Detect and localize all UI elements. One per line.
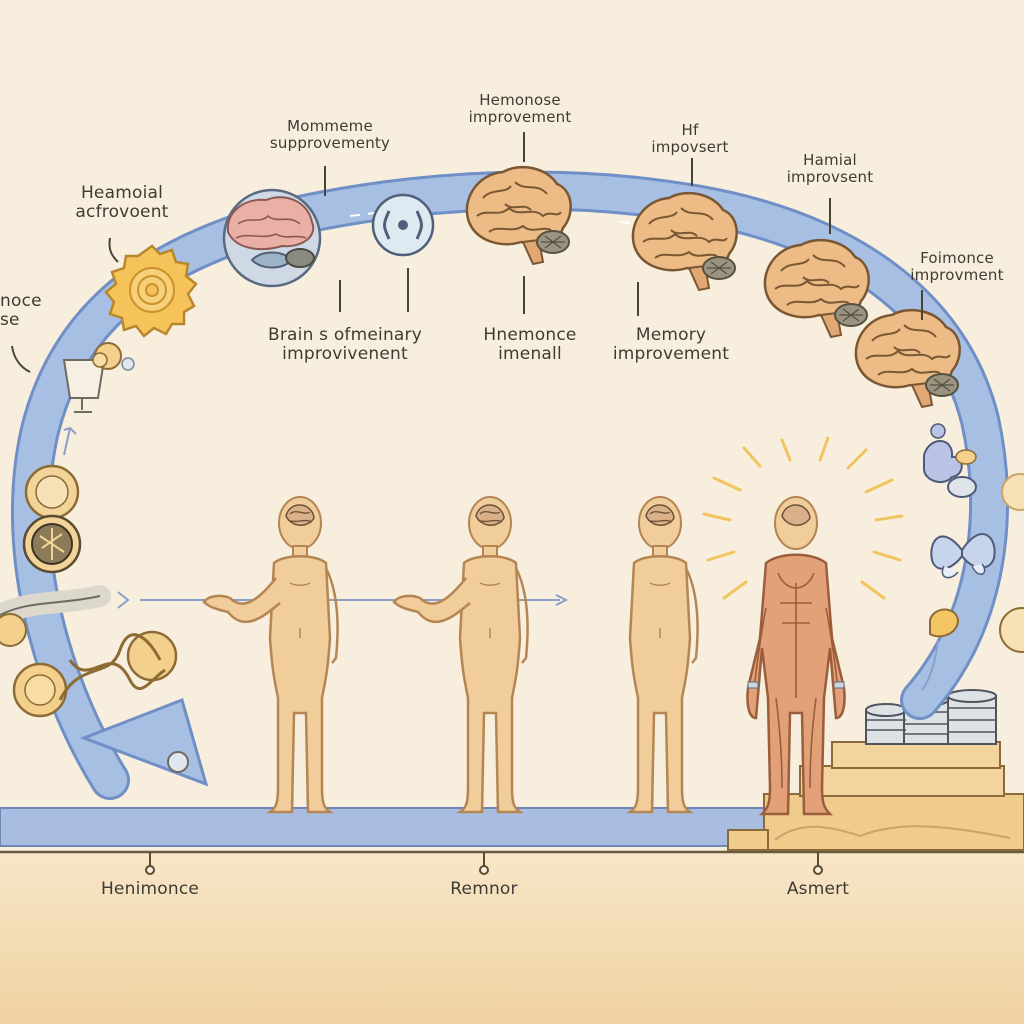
cell-disc-icon	[22, 464, 82, 574]
arc-label-0-line1: noce	[0, 291, 42, 311]
arc-label-1: Heamoial acfrovoent	[52, 184, 192, 222]
timeline-label-0: Henimonce	[100, 879, 200, 899]
arc-label-5: Hamial improvsent	[760, 152, 900, 186]
arc-label-2: Mommeme supprovementy	[230, 118, 430, 152]
butterfly-icon	[930, 533, 996, 579]
inner-label-1-line2: imenall	[498, 344, 562, 364]
arc-label-5-line2: improvsent	[786, 168, 874, 186]
arc-label-1-line1: Heamoial	[80, 183, 164, 203]
arc-label-2-line2: supprovementy	[269, 134, 391, 152]
arc-label-6-line2: improvment	[910, 266, 1004, 284]
inner-label-0-line2: improvivenent	[282, 344, 408, 364]
pill-cluster-icon	[92, 342, 135, 371]
arc-label-3-line1: Hemonose	[479, 91, 561, 109]
brain-icon-1	[222, 188, 322, 288]
dna-helix-icon	[0, 585, 178, 718]
inner-label-1-line1: Hnemonce	[483, 325, 577, 345]
arc-label-3: Hemonose improvement	[440, 92, 600, 126]
inner-label-0: Brain s ofmeinary improvivenent	[240, 326, 450, 364]
inner-label-2-line1: Memory	[635, 325, 707, 345]
timeline-label-2: Asmert	[786, 879, 850, 899]
arc-label-4: Hf impovsert	[620, 122, 760, 156]
return-arrow	[921, 639, 939, 691]
arc-label-6: Foimonce improvment	[890, 250, 1024, 284]
inner-label-1: Hnemonce imenall	[460, 326, 600, 364]
edge-arc-marker	[1001, 473, 1024, 511]
label-pointers	[11, 132, 923, 373]
ground	[0, 852, 1024, 1024]
arc-label-5-line1: Hamial	[803, 151, 857, 169]
arc-label-0: noce se	[0, 292, 42, 330]
arc-label-1-line2: acfrovoent	[75, 202, 169, 222]
cup-icon	[62, 359, 106, 413]
arc-label-0-line2: se	[0, 310, 20, 330]
glow-rays	[702, 436, 904, 600]
leaf-icon	[929, 608, 960, 638]
timeline-label-1: Remnor	[450, 879, 518, 899]
figure-4-muscular	[746, 496, 846, 816]
inner-label-2-line2: improvement	[612, 344, 730, 364]
arc-label-2-line1: Mommeme	[287, 117, 373, 135]
coin-stacks	[865, 689, 997, 745]
arc-label-3-line2: improvement	[468, 108, 572, 126]
arc-label-6-line1: Foimonce	[920, 249, 994, 267]
arc-label-4-line2: impovsert	[651, 138, 729, 156]
timeline-markers	[145, 852, 823, 875]
capsule-icon	[371, 193, 435, 257]
edge-disc-icon	[999, 607, 1024, 653]
walkway-band	[0, 807, 771, 847]
inner-label-0-line1: Brain s ofmeinary	[267, 325, 422, 345]
inner-label-2: Memory improvement	[586, 326, 756, 364]
sun-icon	[104, 244, 198, 338]
arc-label-4-line1: Hf	[681, 121, 699, 139]
nutrient-cluster-icon	[923, 423, 977, 498]
arc-start-dot	[167, 751, 189, 773]
